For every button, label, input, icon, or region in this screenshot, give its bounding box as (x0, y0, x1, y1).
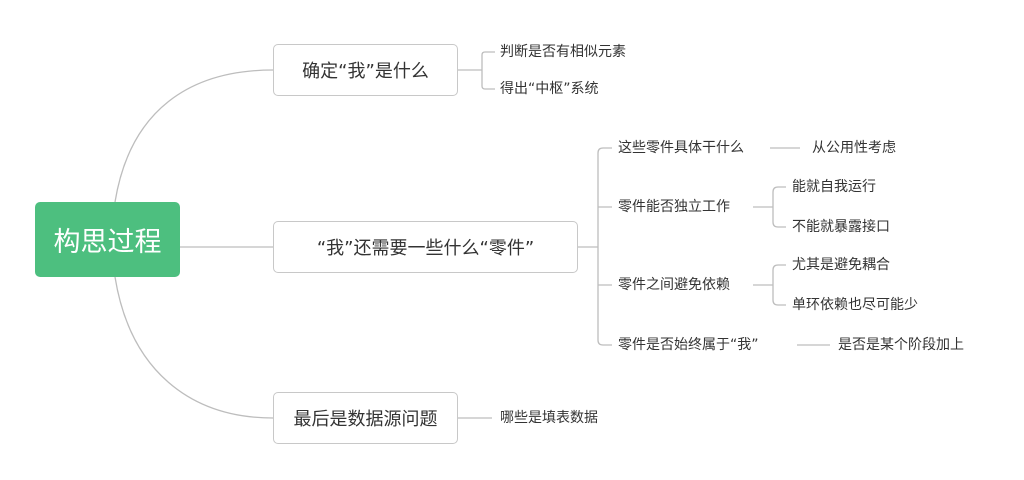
leaf-avoid-coupling[interactable]: 尤其是避免耦合 (792, 257, 890, 273)
leaf-similar-elements[interactable]: 判断是否有相似元素 (500, 44, 626, 60)
leaf-reusability[interactable]: 从公用性考虑 (812, 140, 896, 156)
subnode-parts-purpose[interactable]: 这些零件具体干什么 (618, 140, 744, 156)
leaf-central-system[interactable]: 得出“中枢”系统 (500, 81, 599, 97)
bracket-sub2 (753, 186, 786, 228)
leaf-form-data[interactable]: 哪些是填表数据 (500, 410, 598, 426)
leaf-stage-added[interactable]: 是否是某个阶段加上 (838, 337, 964, 353)
subnode-parts-independent[interactable]: 零件能否独立工作 (618, 199, 730, 215)
branch-node-datasource[interactable]: 最后是数据源问题 (273, 392, 458, 444)
bracket-branch2 (578, 147, 612, 346)
branch-node-parts[interactable]: “我”还需要一些什么“零件” (273, 221, 578, 273)
connector-root-branch1 (114, 69, 274, 203)
bracket-sub3 (753, 264, 786, 306)
root-node[interactable]: 构思过程 (35, 202, 180, 277)
connector-root-branch3 (114, 276, 274, 419)
bracket-branch1 (458, 51, 495, 90)
leaf-minimize-cycles[interactable]: 单环依赖也尽可能少 (792, 297, 918, 313)
branch-node-identity[interactable]: 确定“我”是什么 (273, 44, 458, 96)
subnode-avoid-dependency[interactable]: 零件之间避免依赖 (618, 277, 730, 293)
subnode-belongs-to-me[interactable]: 零件是否始终属于“我” (618, 337, 759, 353)
leaf-expose-interface[interactable]: 不能就暴露接口 (792, 219, 890, 235)
leaf-self-run[interactable]: 能就自我运行 (792, 179, 876, 195)
